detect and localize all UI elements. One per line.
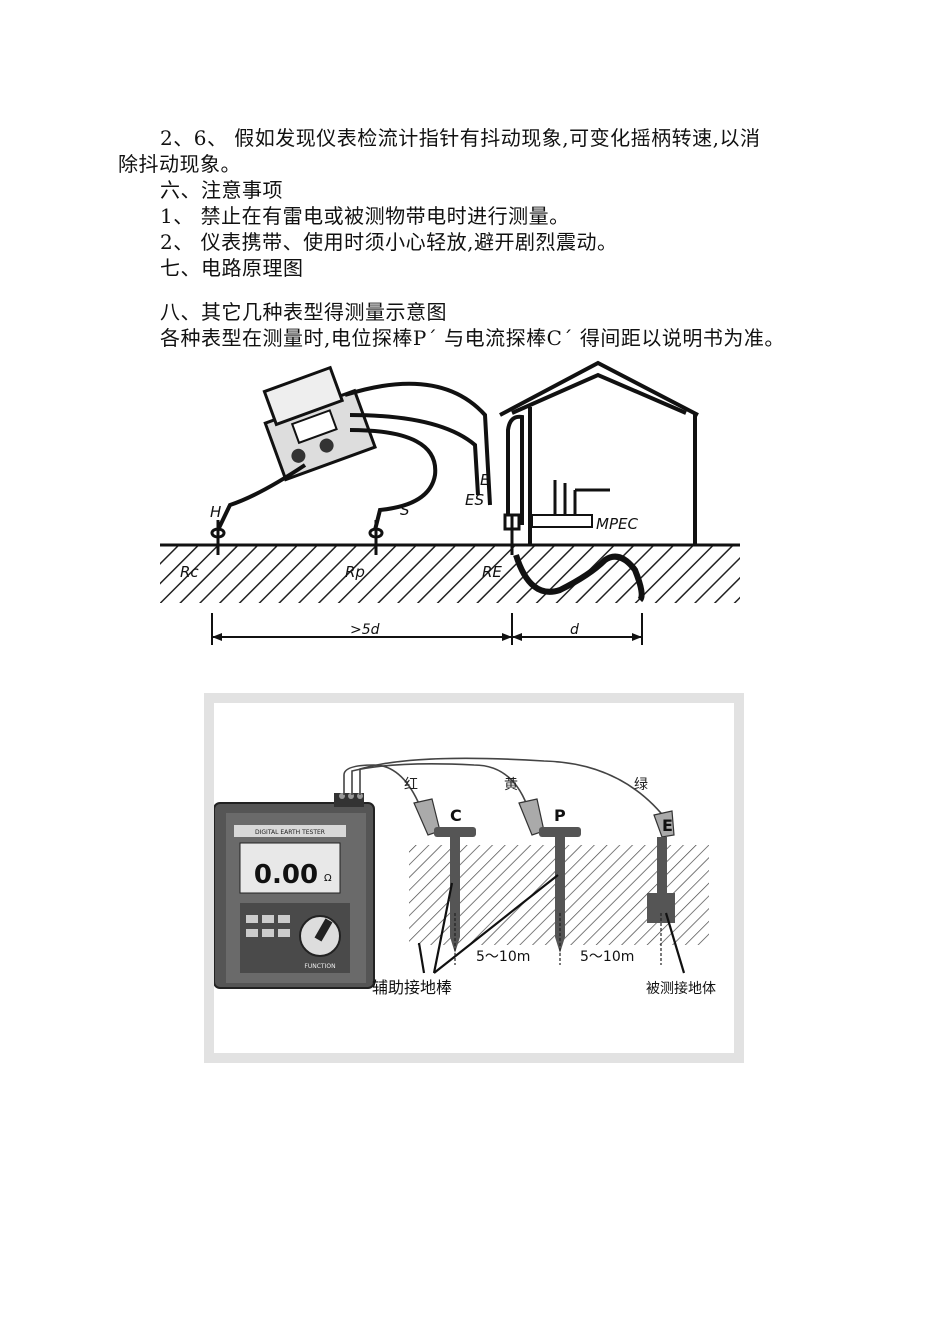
meter-function-label: FUNCTION: [304, 963, 335, 970]
label-h: H: [210, 503, 221, 521]
distance-right: d: [570, 622, 579, 638]
mpec-bar: [531, 514, 593, 528]
rod-label-c: C: [450, 806, 462, 825]
distance-pe: 5～10m: [580, 949, 634, 965]
rod-label-e: E: [662, 816, 673, 835]
label-s: S: [400, 501, 410, 519]
aux-rod-label: 辅助接地棒: [372, 978, 452, 997]
section-heading: 七、电路原理图: [160, 256, 304, 280]
buried-electrode: [513, 553, 645, 603]
distance-left: >5d: [350, 622, 380, 638]
label-mpec: MPEC: [596, 515, 638, 533]
section-heading: 八、其它几种表型得测量示意图: [160, 300, 447, 324]
label-es: ES: [465, 491, 484, 509]
digital-earth-tester: DIGITAL EARTH TESTER 0.00 Ω FUNCTION: [213, 793, 375, 989]
section-heading: 六、注意事项: [160, 178, 283, 202]
meter-brand: DIGITAL EARTH TESTER: [255, 829, 325, 836]
wire-label-red: 红: [404, 777, 418, 793]
label-re: RE: [482, 563, 502, 581]
earth-tester: [262, 365, 377, 482]
paragraph-line: 各种表型在测量时,电位探棒P´ 与电流探棒C´ 得间距以说明书为准。: [160, 326, 785, 350]
paragraph-line: 2、6、 假如发现仪表检流计指针有抖动现象,可变化摇柄转速,以消: [160, 126, 761, 150]
paragraph-line: 除抖动现象。: [118, 152, 241, 176]
list-item: 2、 仪表携带、使用时须小心轻放,避开剧烈震动。: [160, 230, 618, 254]
house: [499, 360, 699, 545]
ground: [160, 545, 740, 603]
measurement-diagram-2: DIGITAL EARTH TESTER 0.00 Ω FUNCTION: [204, 693, 744, 1063]
target-electrode-label: 被测接地体: [646, 980, 716, 997]
measurement-diagram-1: H S E ES MPEC Rc Rp RE >5d d: [150, 355, 750, 665]
list-item: 1、 禁止在有雷电或被测物带电时进行测量。: [160, 204, 570, 228]
wire-label-yellow: 黄: [504, 776, 518, 793]
label-e: E: [480, 471, 490, 489]
meter-unit: Ω: [324, 873, 332, 884]
label-rc: Rc: [180, 563, 199, 581]
wire-label-green: 绿: [634, 777, 648, 793]
distance-cp: 5～10m: [476, 949, 530, 965]
rod-label-p: P: [554, 806, 566, 825]
rod-e: [647, 837, 675, 923]
label-rp: Rp: [345, 563, 365, 581]
meter-reading: 0.00: [254, 860, 318, 890]
